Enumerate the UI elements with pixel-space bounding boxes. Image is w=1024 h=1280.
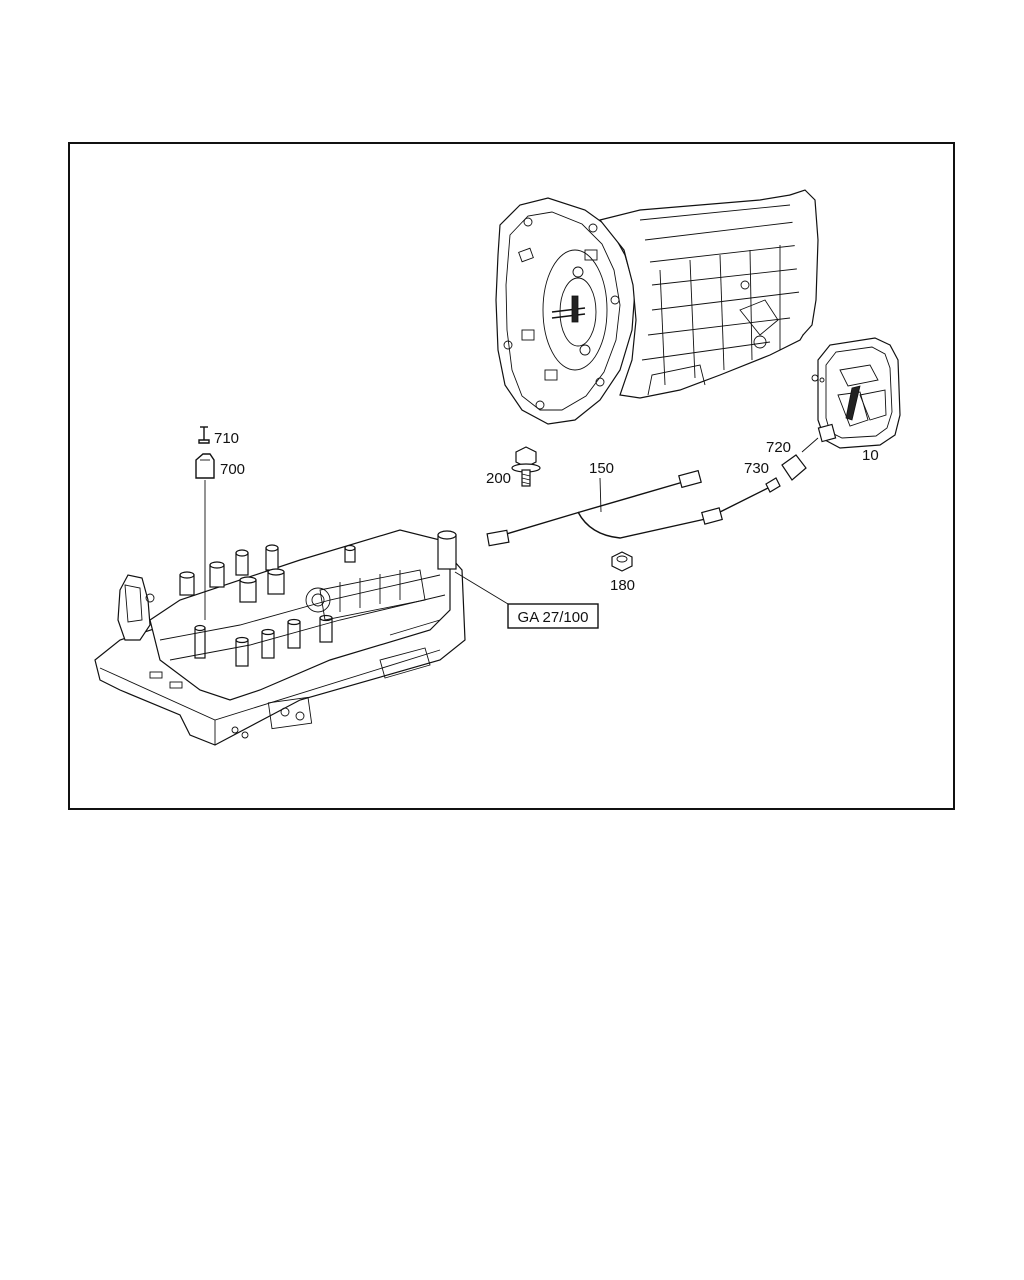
reference-label: GA 27/100 [518, 609, 589, 626]
part-10-cover[interactable] [811, 337, 901, 449]
valve-body-assembly[interactable] [94, 529, 466, 746]
leader-ga [454, 571, 509, 605]
part-180-nut[interactable] [611, 551, 633, 572]
leader-10 [801, 437, 819, 453]
part-730-seal[interactable] [765, 477, 781, 493]
part-150-wiring-harness[interactable] [486, 469, 769, 547]
diagram-frame [68, 142, 955, 810]
part-720-plug[interactable] [781, 454, 807, 481]
callout-150: 150 [589, 460, 614, 477]
transmission-housing[interactable] [495, 189, 819, 425]
leader-150 [599, 477, 602, 513]
callout-200: 200 [486, 470, 511, 487]
part-200-bolt[interactable] [511, 446, 541, 487]
callout-180: 180 [610, 577, 635, 594]
callout-730: 730 [744, 460, 769, 477]
callout-700: 700 [220, 461, 245, 478]
callout-720: 720 [766, 439, 791, 456]
reference-box[interactable]: GA 27/100 [507, 603, 599, 629]
callout-710: 710 [214, 430, 239, 447]
pin-icon [198, 426, 210, 444]
callout-10: 10 [862, 447, 879, 464]
connector-icon [195, 453, 215, 479]
